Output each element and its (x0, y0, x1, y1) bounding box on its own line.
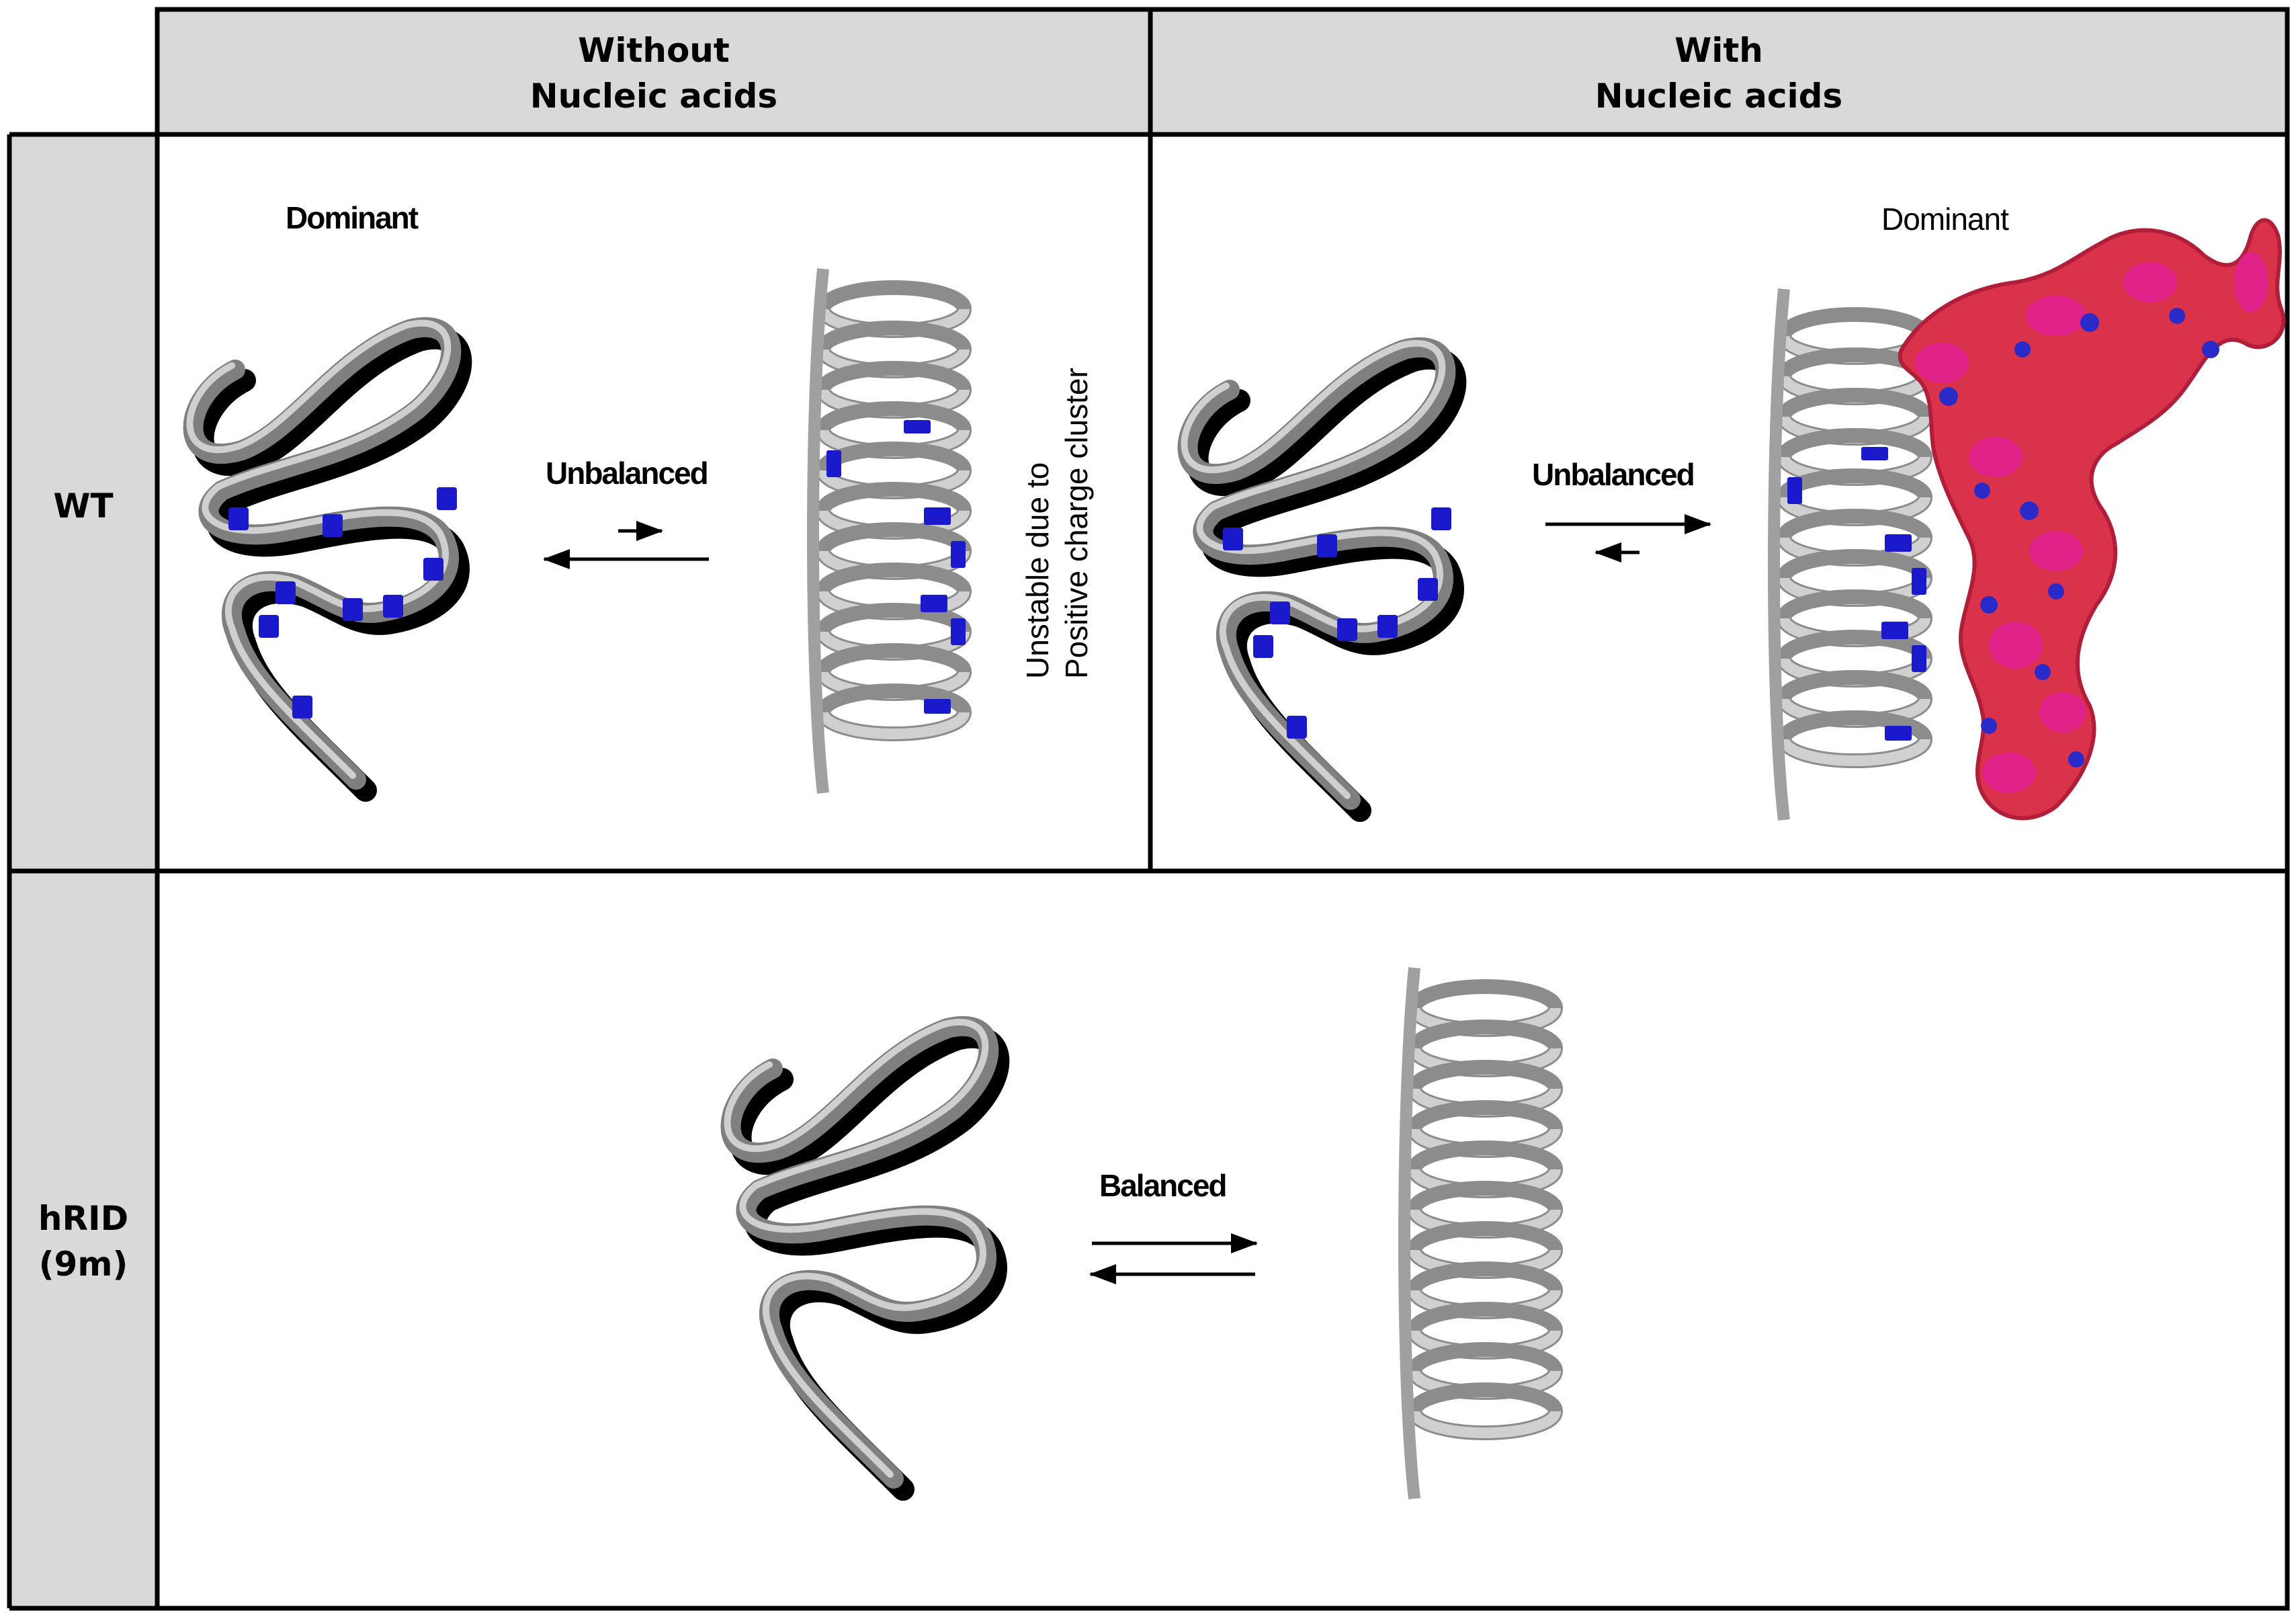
row-header-hrid-line2: (9m) (39, 1245, 128, 1284)
instability-note-line1: Unstable due to (1020, 462, 1055, 679)
header-row-wt-bg (9, 134, 157, 871)
row-header-wt: WT (53, 487, 113, 526)
alpha-helix-with (1768, 288, 1926, 821)
table-grid (7, 7, 2290, 1611)
dominant-label-with: Dominant (1881, 202, 2009, 237)
column-header-without-line2: Nucleic acids (530, 77, 777, 116)
nucleic-acid-surface (1898, 218, 2286, 821)
instability-note: Unstable due to Positive charge cluster (1020, 368, 1094, 679)
charge-cluster-marks-with (1223, 507, 1451, 739)
cell-hrid: Balanced (728, 967, 1556, 1499)
column-header-with-line2: Nucleic acids (1595, 77, 1842, 116)
instability-note-line2: Positive charge cluster (1059, 368, 1094, 679)
alpha-helix-hrid (1398, 967, 1556, 1499)
equilibrium-label: Unbalanced (546, 456, 708, 491)
helix-charge-marks-with (1787, 447, 1926, 741)
random-coil-hrid (728, 1022, 998, 1489)
equilibrium-label-with: Unbalanced (1532, 457, 1694, 492)
header-row-hrid-bg (9, 871, 157, 1608)
cell-wt-with: Dominant Unbalanced (1185, 202, 2286, 821)
charge-cluster-marks (228, 487, 457, 718)
random-coil (190, 323, 461, 790)
row-header-hrid-line1: hRID (38, 1199, 128, 1238)
header-col-with-bg (1150, 9, 2287, 134)
column-header-with-line1: With (1674, 31, 1763, 70)
column-header-without-line1: Without (578, 31, 730, 70)
equilibrium-label-hrid: Balanced (1099, 1168, 1226, 1203)
random-coil-with (1185, 343, 1455, 811)
header-col-without-bg (157, 9, 1150, 134)
cell-wt-without: Dominant Unbalanced (190, 200, 1094, 794)
dominant-label: Dominant (286, 200, 419, 235)
helix-charge-marks (826, 420, 966, 714)
alpha-helix (807, 268, 966, 794)
